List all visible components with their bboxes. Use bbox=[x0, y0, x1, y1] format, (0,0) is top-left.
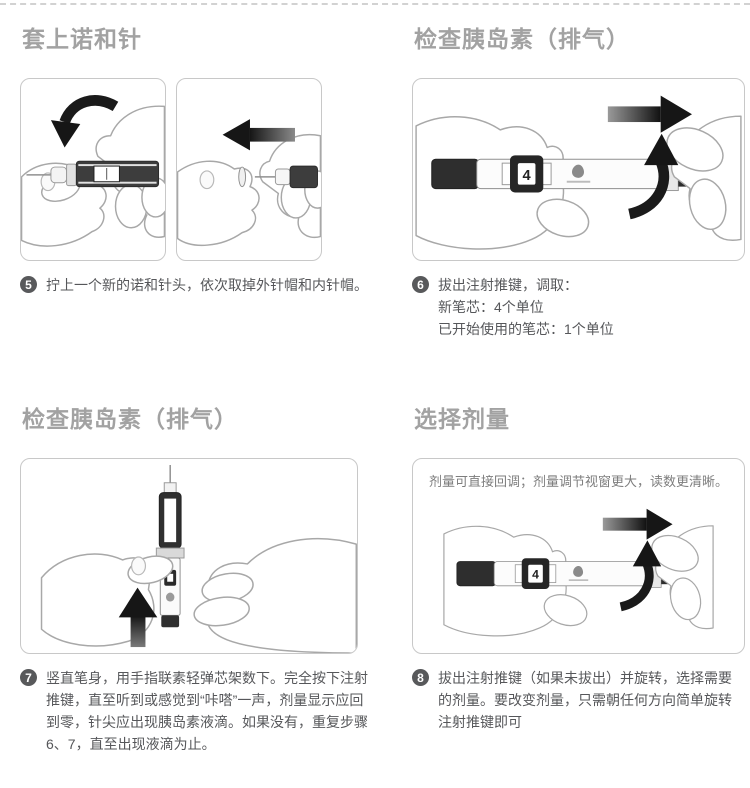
illustration-panel-pull-button: 4 bbox=[412, 78, 745, 261]
step-text: 拔出注射推键，调取： 新笔芯：4个单位 已开始使用的笔芯：1个单位 bbox=[438, 274, 614, 340]
illustration-panels bbox=[20, 78, 372, 261]
pull-cap-arrow-icon bbox=[222, 119, 295, 151]
novo-nordisk-logo-icon bbox=[568, 565, 589, 581]
pen-cap-end bbox=[456, 561, 497, 587]
flick-pen-illustration bbox=[40, 464, 357, 653]
novo-nordisk-logo-icon bbox=[566, 164, 591, 183]
rotate-dial-arrow-icon bbox=[627, 133, 679, 220]
screw-needle-illustration bbox=[21, 95, 165, 247]
step-number-badge: 5 bbox=[20, 276, 37, 293]
section-check-insulin-1: 检查胰岛素（排气） 4 bbox=[412, 24, 745, 340]
step-text: 拧上一个新的诺和针头，依次取掉外针帽和内针帽。 bbox=[46, 277, 368, 293]
step-number-badge: 8 bbox=[412, 669, 429, 686]
step-8: 8 拔出注射推键（如果未拔出）并旋转，选择需要的剂量。要改变剂量，只需朝任何方向… bbox=[412, 667, 745, 733]
remove-cap-illustration bbox=[177, 119, 321, 247]
illustration-panels: 4 bbox=[412, 78, 745, 261]
pull-button-illustration: 4 bbox=[415, 95, 742, 250]
dose-window-value: 4 bbox=[523, 168, 532, 184]
finger bbox=[193, 596, 250, 627]
step-text: 竖直笔身，用手指联素轻弹芯架数下。完全按下注射推键，直至听到或感觉到“咔嗒”一声… bbox=[46, 670, 368, 752]
push-button bbox=[161, 615, 180, 628]
section-attach-needle: 套上诺和针 bbox=[20, 24, 372, 296]
step-text: 拔出注射推键（如果未拔出）并旋转，选择需要的剂量。要改变剂量，只需朝任何方向简单… bbox=[438, 670, 732, 730]
screw-rotate-arrow-icon bbox=[50, 95, 119, 148]
illustration-panel-flick-pen bbox=[20, 458, 358, 654]
illustration-panels: 剂量可直接回调；剂量调节视窗更大，读数更清晰。 4 bbox=[412, 458, 745, 654]
section-title: 套上诺和针 bbox=[22, 26, 142, 52]
thumb bbox=[651, 534, 699, 572]
needle-hub bbox=[163, 482, 177, 494]
needle-collar bbox=[66, 163, 77, 187]
dose-window bbox=[517, 163, 536, 185]
rotate-dial-arrow-icon bbox=[619, 540, 662, 612]
illustration-panels bbox=[20, 458, 372, 654]
inner-needle-cap bbox=[238, 166, 247, 188]
thumb bbox=[666, 127, 724, 172]
flick-arrow-icon bbox=[118, 587, 158, 648]
finger bbox=[543, 594, 588, 627]
step-7: 7 竖直笔身，用手指联素轻弹芯架数下。完全按下注射推键，直至听到或感觉到“咔嗒”… bbox=[20, 667, 372, 755]
step-line: 拔出注射推键，调取： bbox=[438, 277, 578, 293]
thumb-nail bbox=[199, 170, 215, 190]
dose-window bbox=[167, 573, 174, 582]
cartridge-window bbox=[164, 498, 177, 543]
step-number-badge: 6 bbox=[412, 276, 429, 293]
section-check-insulin-2: 检查胰岛素（排气） bbox=[20, 404, 372, 755]
top-dashed-divider bbox=[0, 3, 750, 5]
illustration-panel-remove-cap bbox=[176, 78, 322, 261]
step-5: 5 拧上一个新的诺和针头，依次取掉外针帽和内针帽。 bbox=[20, 274, 372, 296]
left-hand bbox=[177, 160, 260, 247]
section-title: 检查胰岛素（排气） bbox=[414, 26, 630, 52]
section-title: 选择剂量 bbox=[414, 406, 510, 432]
select-dose-illustration: 4 bbox=[443, 508, 714, 637]
push-button-arrow-icon bbox=[607, 95, 692, 133]
step-line: 新笔芯：4个单位 bbox=[438, 299, 544, 315]
thumb-nail bbox=[130, 556, 147, 576]
needle-hub bbox=[274, 168, 291, 186]
dose-window bbox=[528, 564, 543, 583]
section-title: 检查胰岛素（排气） bbox=[22, 406, 238, 432]
section-select-dose: 选择剂量 剂量可直接回调；剂量调节视窗更大，读数更清晰。 4 bbox=[412, 404, 745, 733]
right-hand bbox=[206, 537, 357, 653]
left-hand bbox=[40, 553, 155, 647]
finger bbox=[669, 577, 702, 621]
step-6: 6 拔出注射推键，调取： 新笔芯：4个单位 已开始使用的笔芯：1个单位 bbox=[412, 274, 745, 340]
illustration-panel-screw-needle bbox=[20, 78, 166, 261]
illustration-panel-select-dose: 剂量可直接回调；剂量调节视窗更大，读数更清晰。 4 bbox=[412, 458, 745, 654]
novo-nordisk-logo-icon bbox=[165, 592, 175, 602]
pen-body bbox=[289, 165, 318, 189]
step-line: 已开始使用的笔芯：1个单位 bbox=[438, 321, 614, 337]
dose-window-value: 4 bbox=[532, 568, 539, 582]
pen-cap-end bbox=[431, 158, 480, 190]
pen-stripe bbox=[78, 181, 157, 184]
dose-note: 剂量可直接回调；剂量调节视窗更大，读数更清晰。 bbox=[429, 474, 729, 489]
push-button-arrow-icon bbox=[602, 508, 673, 540]
step-number-badge: 7 bbox=[20, 669, 37, 686]
finger bbox=[688, 178, 727, 231]
needle-hub bbox=[50, 166, 68, 184]
pen-stripe bbox=[78, 164, 157, 167]
finger bbox=[536, 198, 590, 238]
